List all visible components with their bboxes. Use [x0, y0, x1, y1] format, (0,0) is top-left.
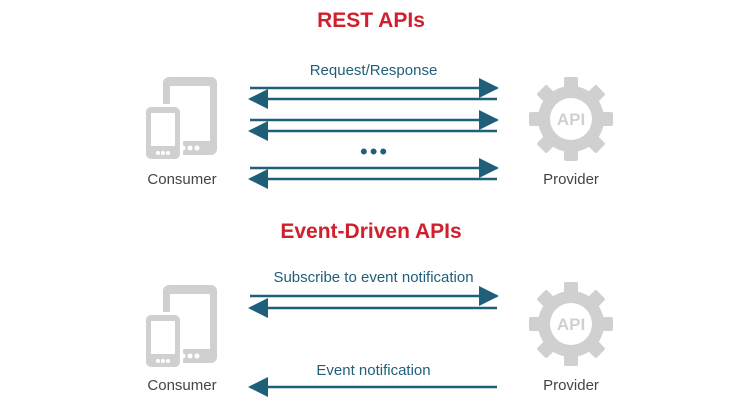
event-consumer-devices-icon: [143, 285, 217, 370]
more-exchanges-ellipsis: •••: [360, 139, 390, 164]
rest-provider-icon-text: API: [557, 110, 585, 129]
rest-provider-label: Provider: [543, 171, 599, 188]
request-response-label: Request/Response: [309, 62, 438, 79]
rest-consumer-label: Consumer: [147, 171, 217, 188]
rest-consumer-devices-icon: [143, 77, 217, 162]
event-consumer-label: Consumer: [147, 377, 217, 394]
subscribe-label: Subscribe to event notification: [273, 269, 474, 286]
rest-provider-gear-icon: API: [529, 77, 613, 161]
event-provider-label: Provider: [543, 377, 599, 394]
event-provider-icon-text: API: [557, 315, 585, 334]
rest-apis-title: REST APIs: [317, 9, 425, 32]
event-provider-gear-icon: API: [529, 282, 613, 366]
event-notification-label: Event notification: [316, 362, 431, 379]
event-driven-apis-title: Event-Driven APIs: [280, 220, 462, 243]
